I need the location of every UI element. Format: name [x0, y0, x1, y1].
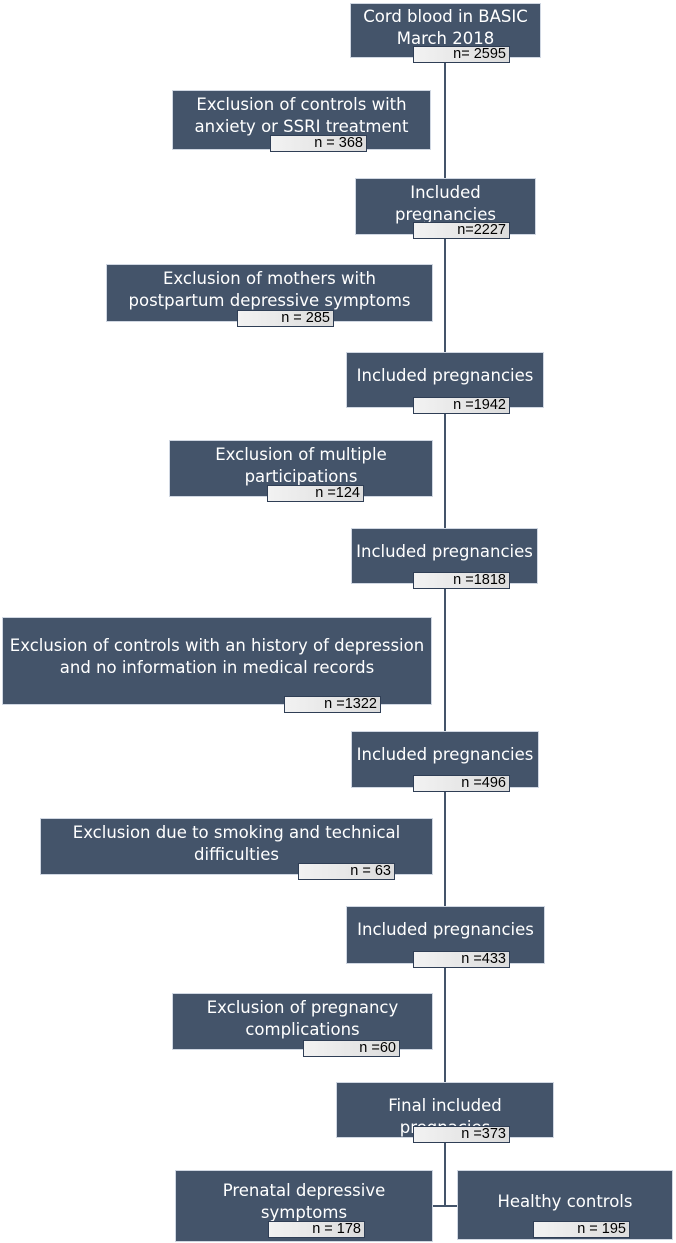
exclusion-history-label: Exclusion of controls with an history of… — [9, 636, 425, 677]
included-pregnancies-box-1: Included pregnancies — [355, 178, 536, 235]
included-pregnancies-count-3: n =1818 — [413, 572, 510, 589]
exclusion-postpartum-box: Exclusion of mothers with postpartum dep… — [106, 264, 433, 322]
included-pregnancies-label-1: Included pregnancies — [395, 183, 496, 224]
prenatal-depressive-label: Prenatal depressive symptoms — [222, 1181, 386, 1222]
included-pregnancies-label-4: Included pregnancies — [356, 745, 534, 764]
exclusion-postpartum-count: n = 285 — [237, 310, 334, 327]
exclusion-smoking-label: Exclusion due to smoking and technical d… — [72, 823, 401, 864]
included-pregnancies-label-2: Included pregnancies — [356, 366, 534, 385]
exclusion-complications-box: Exclusion of pregnancy complications — [172, 993, 433, 1050]
prenatal-depressive-box: Prenatal depressive symptoms — [175, 1170, 433, 1242]
included-pregnancies-box-2: Included pregnancies — [346, 352, 544, 408]
main-trunk-line — [444, 58, 446, 1206]
included-pregnancies-count-5: n =433 — [413, 951, 510, 968]
exclusion-anxiety-label: Exclusion of controls with anxiety or SS… — [194, 95, 409, 136]
cord-blood-count: n= 2595 — [413, 46, 510, 63]
exclusion-multiple-count: n =124 — [267, 485, 364, 502]
exclusion-postpartum-label: Exclusion of mothers with postpartum dep… — [128, 269, 411, 310]
included-pregnancies-box-5: Included pregnancies — [346, 906, 545, 964]
final-included-count: n =373 — [413, 1126, 510, 1143]
included-pregnancies-label-5: Included pregnancies — [357, 920, 534, 939]
exclusion-history-count: n =1322 — [284, 696, 381, 713]
exclusion-complications-count: n =60 — [303, 1040, 400, 1057]
included-pregnancies-count-1: n=2227 — [413, 222, 510, 239]
exclusion-complications-label: Exclusion of pregnancy complications — [206, 998, 399, 1039]
exclusion-history-box: Exclusion of controls with an history of… — [2, 617, 432, 705]
exclusion-multiple-label: Exclusion of multiple participations — [215, 445, 387, 486]
included-pregnancies-label-3: Included pregnancies — [356, 542, 533, 561]
split-branch-line — [432, 1205, 460, 1207]
healthy-controls-label: Healthy controls — [497, 1192, 633, 1211]
exclusion-smoking-count: n = 63 — [298, 863, 395, 880]
cord-blood-label: Cord blood in BASIC March 2018 — [363, 7, 528, 48]
healthy-controls-count: n = 195 — [533, 1221, 630, 1238]
prenatal-depressive-count: n = 178 — [268, 1221, 365, 1238]
included-pregnancies-count-2: n =1942 — [413, 397, 510, 414]
exclusion-anxiety-count: n = 368 — [270, 135, 367, 152]
included-pregnancies-count-4: n =496 — [413, 775, 510, 792]
